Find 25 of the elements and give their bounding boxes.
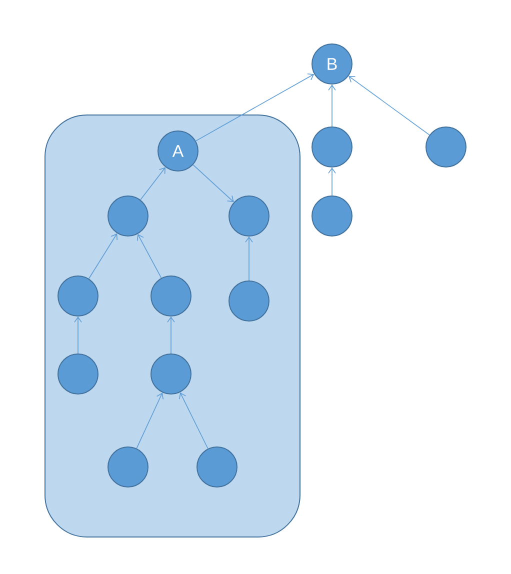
tree-node-circle (150, 276, 192, 316)
tree-node-circle (108, 446, 148, 488)
arrow (179, 392, 208, 450)
arrow (88, 233, 118, 280)
tree-node-circle (312, 126, 352, 168)
arrow (140, 167, 166, 200)
tree-node-circle (228, 196, 270, 236)
tree-node-circle (228, 280, 270, 322)
arrow (192, 164, 234, 202)
arrow (136, 392, 164, 449)
arrow (348, 76, 430, 136)
tree-node-circle (312, 196, 352, 236)
arrow (195, 73, 314, 142)
tree-node-circle (58, 354, 98, 394)
tree-node-circle (108, 196, 148, 236)
tree-node-circle (196, 446, 238, 488)
arrow (167, 316, 175, 354)
arrow (136, 234, 162, 278)
arrow (328, 168, 336, 196)
arrow (245, 236, 253, 281)
arrow (328, 84, 336, 127)
tree-node-circle (426, 126, 466, 168)
tree-node-circle (58, 276, 98, 316)
arrow (74, 316, 82, 354)
tree-node-circle (150, 354, 192, 394)
